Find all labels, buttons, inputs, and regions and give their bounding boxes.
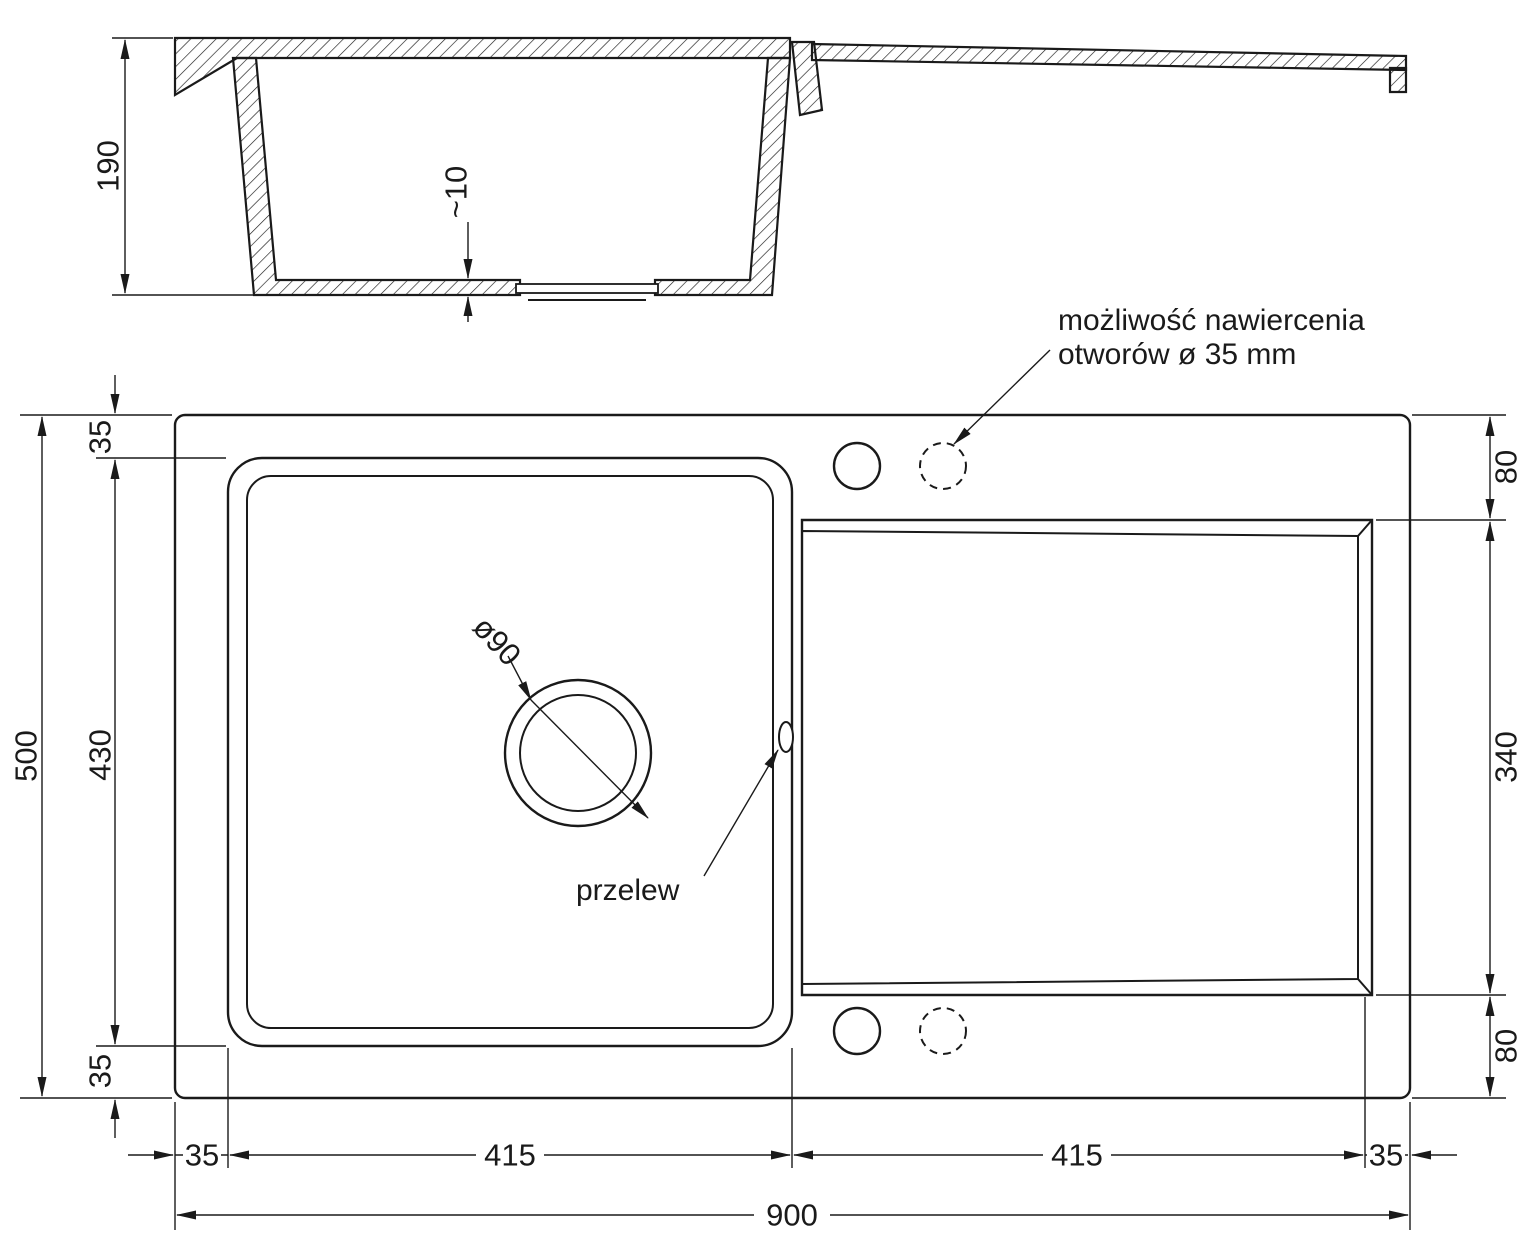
drainboard-corner-top [1357,519,1373,537]
drill-note-line1: możliwość nawiercenia [1058,304,1365,337]
dimension-label-35-top: 35 [83,420,118,454]
dimension-label-340: 340 [1489,731,1524,783]
drain-inner-circle [519,694,637,812]
basin-wall-left-profile [231,56,522,297]
dimensions-bottom: 35 415 415 35 900 [128,997,1457,1233]
optional-hole-bottom [919,1007,967,1055]
basin-outer-edge [226,456,794,1048]
basin-wall-right-profile [653,56,792,297]
drain-outlet-profile [515,283,659,294]
drainboard-recess [800,518,1374,997]
dimension-label-430: 430 [83,729,118,781]
faucet-hole-top [832,441,882,491]
label-mask [476,1140,544,1170]
label-mask [1043,1140,1111,1170]
dimension-label-thickness: ~10 [439,166,474,219]
drill-note-leader [953,349,1051,445]
drainboard-corner-bottom [1357,978,1373,996]
drain-outer-circle [503,678,653,828]
dimension-label-80-bottom: 80 [1489,1029,1524,1063]
dimension-label-900: 900 [766,1198,818,1233]
label-mask [754,1199,830,1231]
optional-hole-top [919,442,967,490]
dimension-label-35-right: 35 [1369,1138,1403,1173]
label-mask [183,1140,221,1170]
plan-view: ø90 przelew możliwość nawiercenia otworó… [9,304,1524,1233]
dimension-label-35-left: 35 [185,1138,219,1173]
dimensions-left: 500 35 430 35 [9,375,226,1138]
faucet-hole-bottom [832,1006,882,1056]
drainboard-surface [801,529,1359,986]
cross-section-view: 190 ~10 [91,36,1408,322]
dimension-label-415-left: 415 [484,1138,536,1173]
drainboard-edge-hook [1388,66,1408,94]
dimension-label-500: 500 [9,730,44,782]
label-mask [1367,1140,1405,1170]
drill-note-line2: otworów ø 35 mm [1058,338,1296,371]
drain-diameter-leader [507,655,532,701]
dimensions-right: 80 340 80 [1376,414,1524,1099]
dimension-bottom-thickness-10: ~10 [439,166,474,322]
dimension-depth-190: 190 [91,37,258,296]
dimension-label-depth: 190 [91,140,126,192]
dimension-label-35-bottom: 35 [83,1054,118,1088]
drain-diameter-line [530,699,649,819]
drill-note: możliwość nawiercenia otworów ø 35 mm [953,304,1365,445]
drain-diameter-label: ø90 [466,610,528,673]
overflow-label: przelew [576,874,680,907]
basin-inner-edge [246,475,774,1029]
dimension-label-80-top: 80 [1489,450,1524,484]
drainboard-profile [810,42,1408,72]
sink-rim-profile [173,36,792,97]
overflow-slot [778,721,794,753]
dimension-label-415-right: 415 [1051,1138,1103,1173]
overflow-leader [703,749,779,877]
